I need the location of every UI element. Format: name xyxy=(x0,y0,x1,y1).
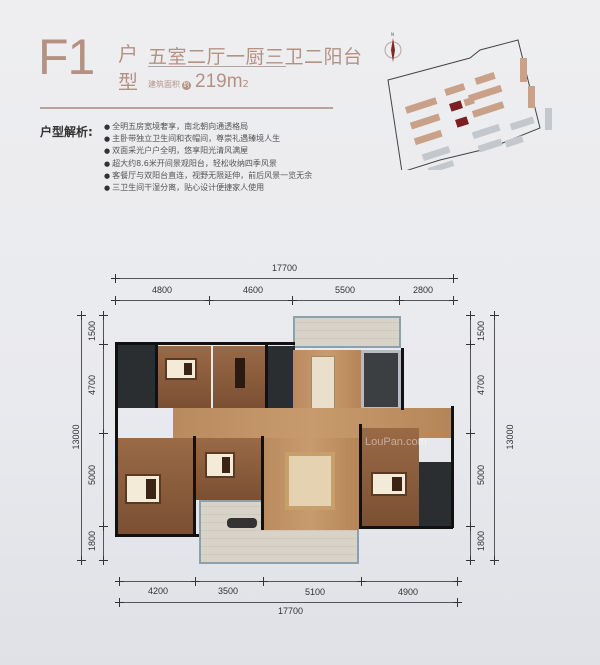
balcony-table xyxy=(227,518,257,528)
analysis-point: 全明五房宽境奢享，南北朝向通透格局 xyxy=(104,121,312,133)
dim-left-seg: 5000 xyxy=(87,464,97,486)
dim-top-seg: 2800 xyxy=(413,285,434,295)
room-north-balcony xyxy=(293,316,401,348)
title-rule xyxy=(148,66,286,67)
dim-line-top-total xyxy=(115,278,453,279)
analysis-point: 客餐厅与双阳台直连，视野无限延伸，前后风景一览无余 xyxy=(104,170,312,182)
floor-plan: LouPan.com xyxy=(115,312,455,570)
dim-line-bottom-segments xyxy=(119,581,457,582)
dim-left-total: 13000 xyxy=(71,424,81,450)
dim-line-right-total xyxy=(494,315,495,560)
site-plan-map: N xyxy=(384,32,552,174)
dim-right-seg: 4700 xyxy=(476,374,486,396)
room-bath-2 xyxy=(265,346,295,408)
compass-icon: N xyxy=(384,32,402,62)
analysis-point: 主卧带独立卫生间和衣帽间，尊崇礼遇臻境人生 xyxy=(104,133,312,145)
dim-line-left-total xyxy=(81,315,82,560)
room-kitchen xyxy=(361,350,401,410)
dining-table xyxy=(311,356,335,410)
bed xyxy=(165,358,197,380)
dim-right-seg: 1500 xyxy=(476,320,486,342)
analysis-list: 全明五房宽境奢享，南北朝向通透格局 主卧带独立卫生间和衣帽间，尊崇礼遇臻境人生 … xyxy=(104,121,312,194)
dim-bottom-total: 17700 xyxy=(278,606,304,616)
bed xyxy=(205,452,235,478)
area-badge: 约 xyxy=(182,81,191,90)
dim-right-seg: 1800 xyxy=(476,530,486,552)
dim-line-top-segments xyxy=(115,300,453,301)
layout-title: 五室二厅一厨三卫二阳台 xyxy=(148,46,363,68)
dim-top-seg: 5500 xyxy=(335,285,356,295)
area-value: 219m xyxy=(195,71,243,92)
svg-text:N: N xyxy=(391,32,394,37)
model-code: F1 xyxy=(38,29,95,85)
bed xyxy=(125,474,161,504)
dim-bottom-seg: 5100 xyxy=(305,587,326,597)
dim-left-seg: 1800 xyxy=(87,530,97,552)
analysis-heading: 户型解析: xyxy=(40,125,93,139)
area-unit-sup: 2 xyxy=(242,79,249,90)
dim-bottom-seg: 3500 xyxy=(218,586,239,596)
room-bath-3 xyxy=(419,462,451,528)
sofa-set xyxy=(285,452,335,510)
room-bath-1 xyxy=(117,344,155,408)
analysis-point: 双面采光户户全明，悠享阳光清风满屋 xyxy=(104,145,312,157)
dim-top-total: 17700 xyxy=(272,263,298,273)
dim-line-bottom-total xyxy=(119,602,457,603)
desk xyxy=(235,358,245,388)
dim-right-seg: 5000 xyxy=(476,464,486,486)
area-label: 建筑面积 xyxy=(148,80,180,89)
dim-right-total: 13000 xyxy=(505,424,515,450)
watermark: LouPan.com xyxy=(365,436,427,448)
dim-bottom-seg: 4200 xyxy=(148,586,169,596)
type-label-1: 户 xyxy=(118,42,138,66)
site-plan: N xyxy=(370,30,570,174)
dim-left-seg: 1500 xyxy=(87,320,97,342)
area-block: 建筑面积 约 219m 2 xyxy=(148,71,249,93)
dim-bottom-seg: 4900 xyxy=(398,587,419,597)
analysis-point: 超大约8.6米开间景观阳台，轻松收纳四季风景 xyxy=(104,158,312,170)
type-label-2: 型 xyxy=(118,70,138,94)
analysis-point: 三卫生间干湿分离，贴心设计便捷家人使用 xyxy=(104,182,312,194)
bed xyxy=(371,472,407,496)
dim-top-seg: 4600 xyxy=(243,285,264,295)
header-divider xyxy=(40,107,333,109)
dim-top-seg: 4800 xyxy=(152,285,173,295)
dim-left-seg: 4700 xyxy=(87,374,97,396)
